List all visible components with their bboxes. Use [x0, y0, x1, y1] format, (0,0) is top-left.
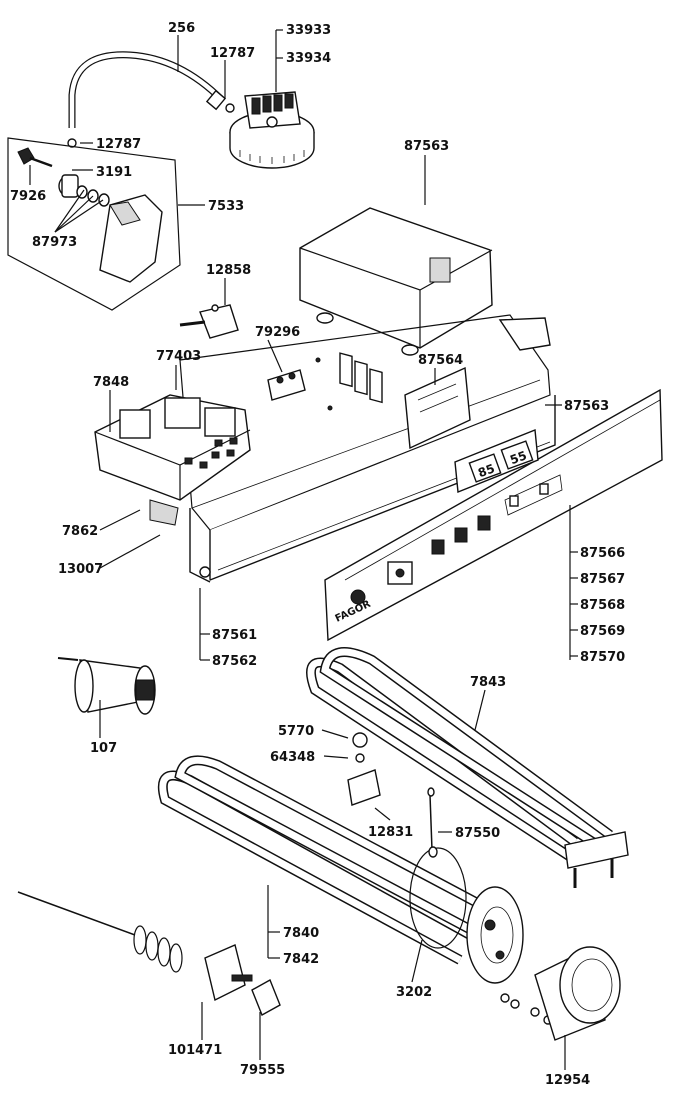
- label-5770: 5770: [278, 724, 314, 739]
- label-87563-panel: 87563: [564, 399, 609, 414]
- pressure-hose: [67, 51, 235, 148]
- label-87568: 87568: [580, 598, 625, 613]
- label-12787-side: 12787: [96, 137, 141, 152]
- label-107: 107: [90, 741, 117, 756]
- label-7862: 7862: [62, 524, 98, 539]
- label-87562: 87562: [212, 654, 257, 669]
- label-64348: 64348: [270, 750, 315, 765]
- label-77403: 77403: [156, 349, 201, 364]
- main-bracket: [179, 314, 556, 583]
- label-12954: 12954: [545, 1073, 590, 1088]
- label-3191: 3191: [96, 165, 132, 180]
- capacitor: [57, 657, 156, 715]
- filter-bracket-12858: [179, 304, 239, 339]
- air-trap-assembly: [17, 147, 163, 283]
- label-79555: 79555: [240, 1063, 285, 1078]
- label-87550: 87550: [455, 826, 500, 841]
- label-13007: 13007: [58, 562, 103, 577]
- label-12858: 12858: [206, 263, 251, 278]
- label-7926: 7926: [10, 189, 46, 204]
- label-7840: 7840: [283, 926, 319, 941]
- label-87561: 87561: [212, 628, 257, 643]
- label-87569: 87569: [580, 624, 625, 639]
- label-79296: 79296: [255, 325, 300, 340]
- label-3202: 3202: [396, 985, 432, 1000]
- relay-block: [94, 394, 251, 526]
- electronic-module-cover: [299, 207, 493, 404]
- label-87973: 87973: [32, 235, 77, 250]
- label-33934: 33934: [286, 51, 331, 66]
- control-panel: [324, 388, 663, 642]
- terminal-block-79296: [267, 369, 306, 401]
- label-7533: 7533: [208, 199, 244, 214]
- display-left-readout: 85: [476, 461, 496, 480]
- label-7848: 7848: [93, 375, 129, 390]
- heating-element-upper: [306, 647, 629, 888]
- label-256: 256: [168, 21, 195, 36]
- display-frame-87564: [404, 366, 471, 450]
- label-101471: 101471: [168, 1043, 222, 1058]
- label-7843: 7843: [470, 675, 506, 690]
- label-87570: 87570: [580, 650, 625, 665]
- label-87566: 87566: [580, 546, 625, 561]
- heater-cover-cap: [534, 946, 621, 1041]
- support-bracket: [347, 732, 381, 806]
- part-labels: 256 12787 33933 33934 12787 3191 7926 75…: [10, 21, 625, 1088]
- label-87564: 87564: [418, 353, 463, 368]
- display-right-readout: 55: [508, 448, 528, 467]
- label-12787-top: 12787: [210, 46, 255, 61]
- leader-lines: [29, 29, 578, 1070]
- label-87567: 87567: [580, 572, 625, 587]
- display-module: 85 55: [454, 429, 539, 493]
- label-33933: 33933: [286, 23, 331, 38]
- air-trap-box-outline: [7, 137, 181, 311]
- thermostat-capillary: [17, 891, 183, 973]
- thermostat-body: [204, 944, 281, 1016]
- pressure-switch: [229, 91, 315, 169]
- ntc-sensor: [427, 787, 438, 858]
- heating-element-lower: [157, 755, 503, 965]
- label-12831: 12831: [368, 825, 413, 840]
- label-7842: 7842: [283, 952, 319, 967]
- gasket-ring: [409, 847, 467, 949]
- label-87563-cover: 87563: [404, 139, 449, 154]
- heater-flange: [466, 886, 524, 984]
